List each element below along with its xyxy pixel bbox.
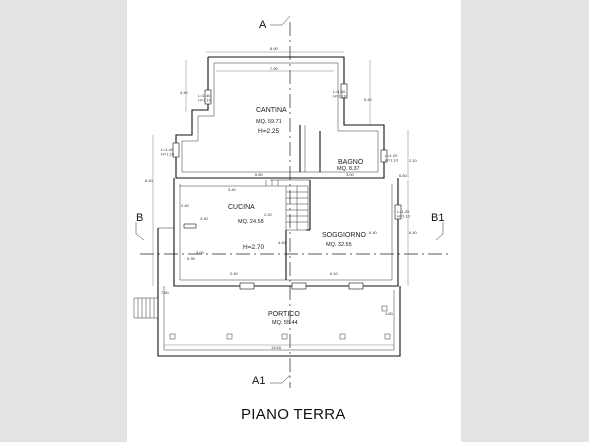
right-margin	[461, 0, 589, 442]
room-bagno-name: BAGNO	[338, 159, 364, 166]
dim-bottom-small: 5.35	[187, 256, 196, 261]
dim-bagno-outer: 6.60	[399, 173, 408, 178]
staircase	[262, 180, 309, 231]
dim-right-mid: 2.10	[409, 158, 418, 163]
room-cantina-name: CANTINA	[256, 107, 287, 114]
dim-right-upper: 6.40	[364, 97, 373, 102]
drawing-sheet	[127, 0, 461, 442]
dim-right-low: 6.40	[409, 230, 418, 235]
room-bagno-area: MQ. 8.37	[337, 166, 360, 172]
left-margin	[0, 0, 127, 442]
dim-left-mid: 6.40	[145, 178, 154, 183]
section-a1-marker	[270, 374, 291, 384]
dim-cucina-left: 2.40	[181, 203, 190, 208]
section-b-label: B	[136, 212, 143, 224]
dim-top-inner: 7.90	[270, 66, 279, 71]
dim-cantina-bottom: 6.80	[255, 172, 264, 177]
room-portico-area: MQ. 55.44	[272, 320, 298, 326]
room-cantina-height: H=2.25	[258, 128, 280, 135]
dim-top-outer: 8.90	[270, 46, 279, 51]
dim-cucina-wall: 2.20	[264, 212, 273, 217]
section-b-marker	[135, 222, 145, 241]
drawing-title: PIANO TERRA	[241, 406, 346, 423]
dim-left-low: 7.60	[161, 290, 170, 295]
section-a1-label: A1	[252, 375, 265, 387]
section-a-label: A	[259, 19, 267, 31]
exterior-walls	[173, 56, 399, 287]
room-portico-name: PORTICO	[268, 311, 300, 318]
windows	[172, 83, 402, 290]
dim-bottom-right: 6.10	[330, 271, 339, 276]
dim-portico-width: 13.60	[271, 345, 282, 350]
room-cantina-area: MQ. 59.71	[256, 119, 282, 125]
dim-bottom-left: 2.40	[230, 271, 239, 276]
room-soggiorno-area: MQ. 32.55	[326, 242, 352, 248]
portico-slab	[157, 227, 401, 357]
room-cucina-name: CUCINA	[228, 204, 255, 211]
entry-steps	[133, 297, 159, 319]
dim-cucina-inner: 3.30	[200, 216, 209, 221]
section-b1-label: B1	[431, 212, 444, 224]
dim-stair: 4.40	[278, 240, 287, 245]
section-a-marker	[270, 15, 291, 26]
room-cucina-area: MQ. 24.58	[238, 219, 264, 225]
ground-height: H=2.70	[243, 244, 265, 251]
dim-bagno-width: 3.00	[346, 172, 355, 177]
dim-cucina-top: 3.40	[228, 187, 237, 192]
section-b1-marker	[435, 222, 444, 241]
dim-cucina-h: 3.00	[196, 250, 205, 255]
dim-soggiorno-h: 6.40	[369, 230, 378, 235]
dim-left-upper: 4.40	[180, 90, 189, 95]
dim-portico-right: 3.60	[385, 311, 394, 316]
room-soggiorno-name: SOGGIORNO	[322, 232, 367, 239]
